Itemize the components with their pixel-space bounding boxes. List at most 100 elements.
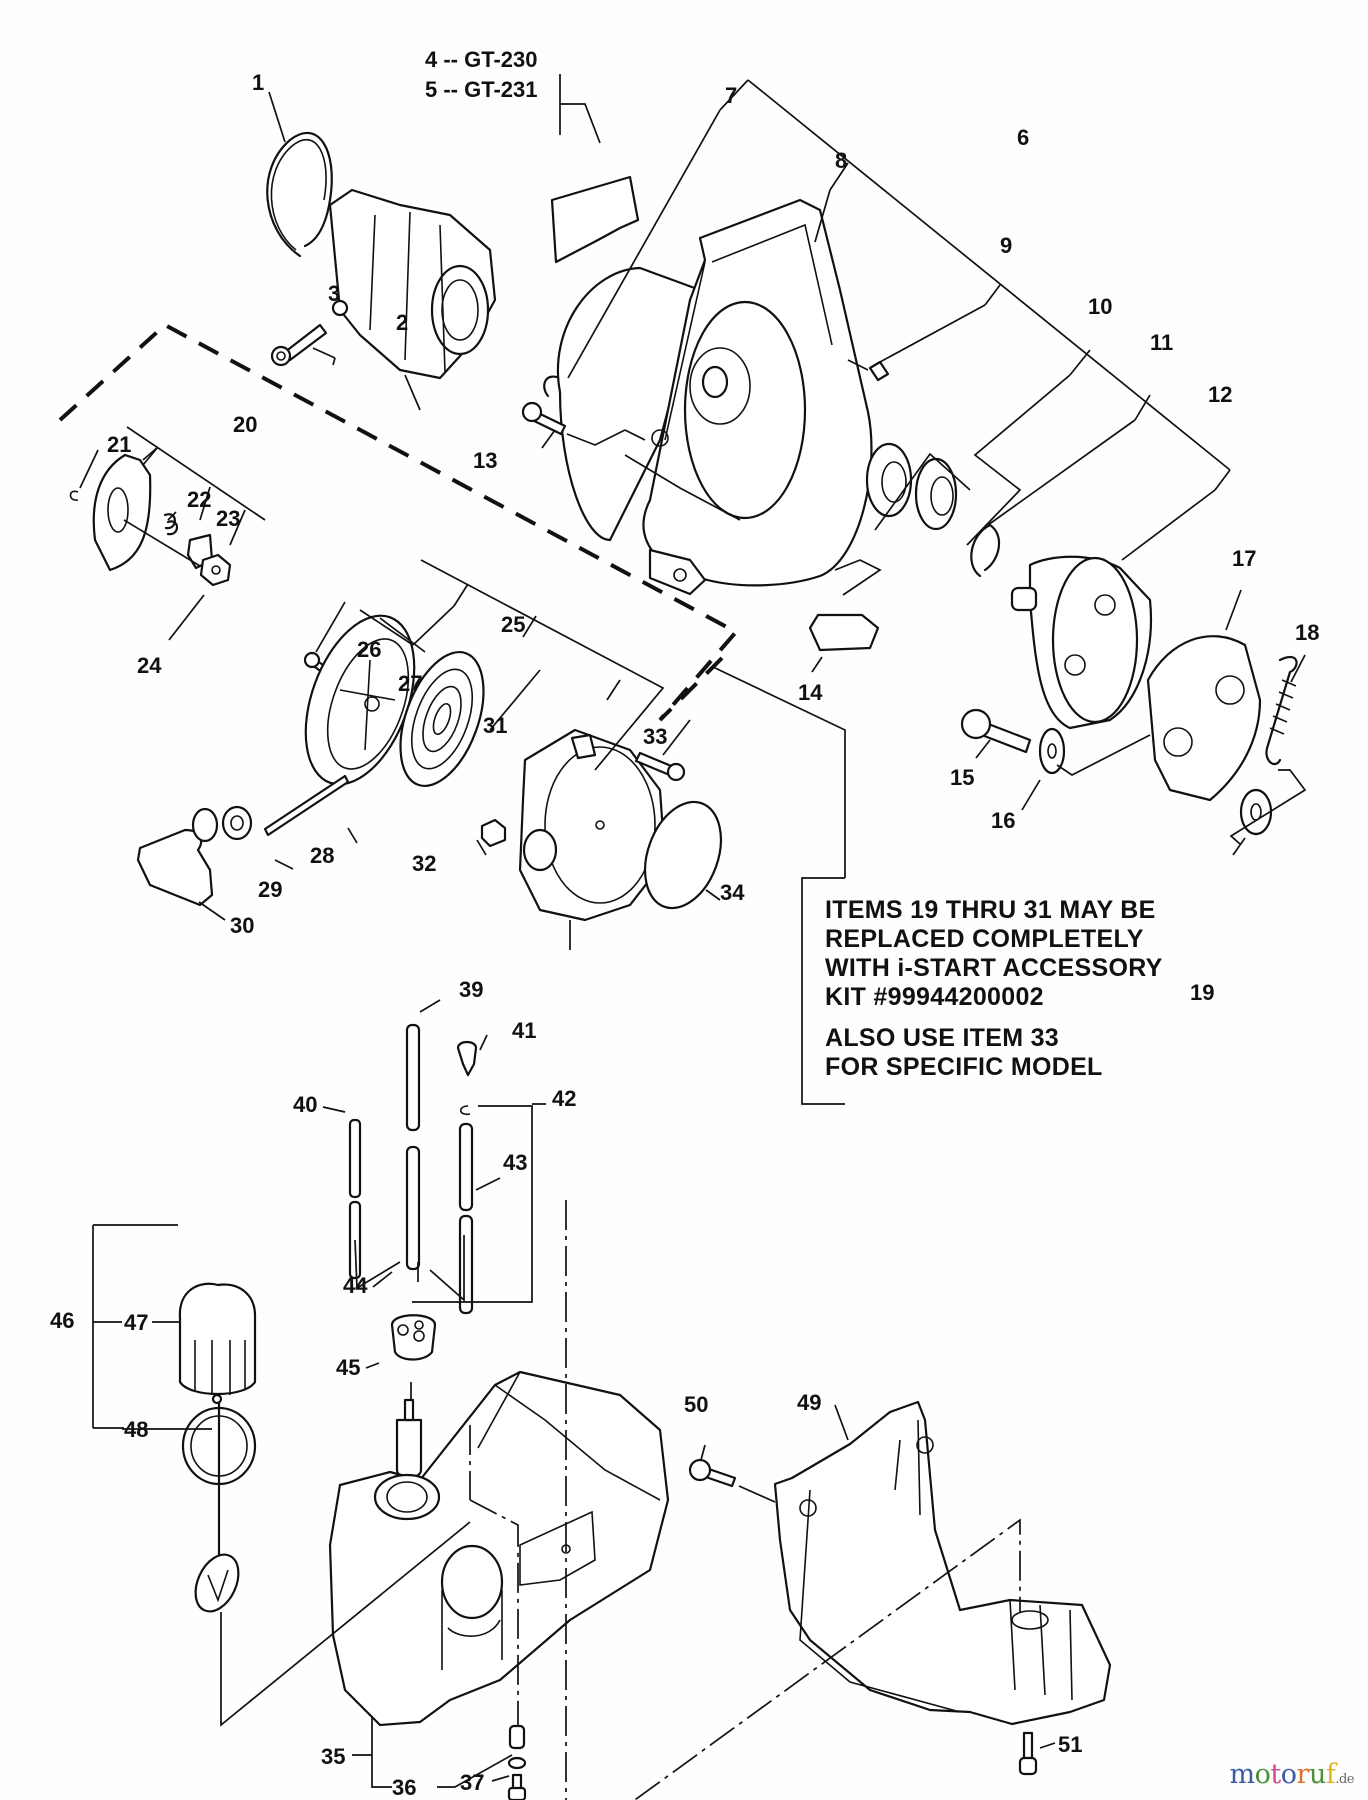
- label-43: 43: [503, 1150, 527, 1175]
- label-44: 44: [343, 1273, 368, 1298]
- label-41: 41: [512, 1018, 536, 1043]
- label-32: 32: [412, 851, 436, 876]
- part-30-handle: [136, 807, 219, 907]
- label-22: 22: [187, 487, 211, 512]
- label-42: 42: [552, 1086, 576, 1111]
- label-2: 2: [396, 310, 408, 335]
- label-29: 29: [258, 877, 282, 902]
- label-25: 25: [501, 612, 525, 637]
- label-23: 23: [216, 506, 240, 531]
- label-5: 5 -- GT-231: [425, 77, 537, 102]
- note-line-5: ALSO USE ITEM 33: [825, 1024, 1060, 1052]
- part-27-pulley: [304, 614, 416, 786]
- note-line-1: ITEMS 19 THRU 31 MAY BE: [825, 896, 1156, 924]
- part-28-rope: [263, 774, 350, 837]
- part-20-pawl-plate: [92, 453, 152, 572]
- label-14: 14: [798, 680, 823, 705]
- label-1: 1: [252, 70, 264, 95]
- part-24-nut: [199, 553, 232, 587]
- label-31: 31: [483, 713, 507, 738]
- label-36: 36: [392, 1775, 416, 1800]
- watermark-letter: o: [1254, 1759, 1271, 1790]
- part-43-fuel-line: [458, 1122, 474, 1315]
- watermark-letter: o: [1280, 1759, 1297, 1790]
- watermark-letter: r: [1296, 1759, 1310, 1790]
- part-36-spacer: [508, 1724, 526, 1750]
- part-11-circlip: [970, 523, 1001, 578]
- leader-lines: [58, 74, 1307, 1800]
- part-48-fuel-pickup: [194, 1393, 240, 1613]
- part-17-clutch-shoe: [1146, 635, 1262, 802]
- part-25-starter-case: [518, 728, 667, 922]
- note-line-3: WITH i-START ACCESSORY: [825, 954, 1163, 982]
- part-37-washer: [507, 1756, 527, 1770]
- label-34: 34: [720, 880, 745, 905]
- label-50: 50: [684, 1392, 708, 1417]
- part-34-gasket: [644, 800, 722, 910]
- label-46: 46: [50, 1308, 74, 1333]
- label-3: 3: [328, 281, 340, 306]
- part-45-fuel-filter: [395, 1398, 423, 1479]
- watermark-wordmark: motoruf: [1230, 1759, 1336, 1790]
- watermark-letter: u: [1308, 1759, 1326, 1790]
- watermark-letter: m: [1229, 1759, 1256, 1790]
- label-24: 24: [137, 653, 162, 678]
- part-42-o-ring: [459, 1105, 471, 1116]
- label-6: 6: [1017, 125, 1029, 150]
- label-10: 10: [1088, 294, 1112, 319]
- watermark-tld: .de: [1335, 1772, 1354, 1787]
- part-49-guard: [773, 1400, 1112, 1726]
- label-7: 7: [725, 83, 737, 108]
- label-19: 19: [1190, 980, 1214, 1005]
- label-28: 28: [310, 843, 334, 868]
- label-37: 37: [460, 1770, 484, 1795]
- part-50-bolt: [688, 1458, 737, 1488]
- motoruf-watermark-logo: motoruf.de: [1230, 1759, 1355, 1790]
- label-35: 35: [321, 1744, 345, 1769]
- label-51: 51: [1058, 1732, 1082, 1757]
- note-line-6: FOR SPECIFIC MODEL: [825, 1053, 1103, 1081]
- part-labels: 1 2 3 4 -- GT-230 5 -- GT-231 6 7 8 9 10…: [50, 47, 1319, 1800]
- label-15: 15: [950, 765, 974, 790]
- label-20: 20: [233, 412, 257, 437]
- label-30: 30: [230, 913, 254, 938]
- part-7-clip: [543, 375, 562, 398]
- label-16: 16: [991, 808, 1015, 833]
- label-18: 18: [1295, 620, 1319, 645]
- part-21-e-clip: [69, 490, 79, 501]
- label-45: 45: [336, 1355, 360, 1380]
- part-9-pin: [868, 360, 890, 382]
- note-line-4: KIT #99944200002: [825, 983, 1044, 1011]
- label-13: 13: [473, 448, 497, 473]
- part-38-screw: [507, 1773, 527, 1800]
- label-47: 47: [124, 1310, 148, 1335]
- part-15-bolt: [960, 708, 1032, 754]
- part-14-bracket: [808, 613, 880, 652]
- part-51-screw: [1018, 1731, 1038, 1776]
- part-39-fuel-line: [405, 1023, 421, 1271]
- label-40: 40: [293, 1092, 317, 1117]
- label-48: 48: [124, 1417, 148, 1442]
- watermark-letter: f: [1325, 1759, 1336, 1790]
- label-8: 8: [835, 148, 847, 173]
- part-33-bolt: [634, 751, 686, 782]
- part-35-fuel-tank: [328, 1370, 670, 1727]
- part-16-washer: [1038, 727, 1066, 775]
- part-1-snap-ring: [266, 131, 333, 258]
- label-4: 4 -- GT-230: [425, 47, 537, 72]
- part-3-screw: [270, 323, 328, 367]
- label-49: 49: [797, 1390, 821, 1415]
- watermark-letter: t: [1270, 1759, 1281, 1790]
- part-41-filter-cap: [456, 1040, 478, 1077]
- part-31-spiral-spring: [399, 650, 485, 788]
- part-8-fan-housing: [556, 198, 873, 596]
- label-33: 33: [643, 724, 667, 749]
- part-2-housing: [328, 188, 497, 380]
- part-18-spring: [1265, 655, 1298, 766]
- part-29-rope-guide: [221, 805, 253, 841]
- label-21: 21: [107, 432, 131, 457]
- part-12-clutch-drum: [1010, 555, 1152, 730]
- label-26: 26: [357, 637, 381, 662]
- label-39: 39: [459, 977, 483, 1002]
